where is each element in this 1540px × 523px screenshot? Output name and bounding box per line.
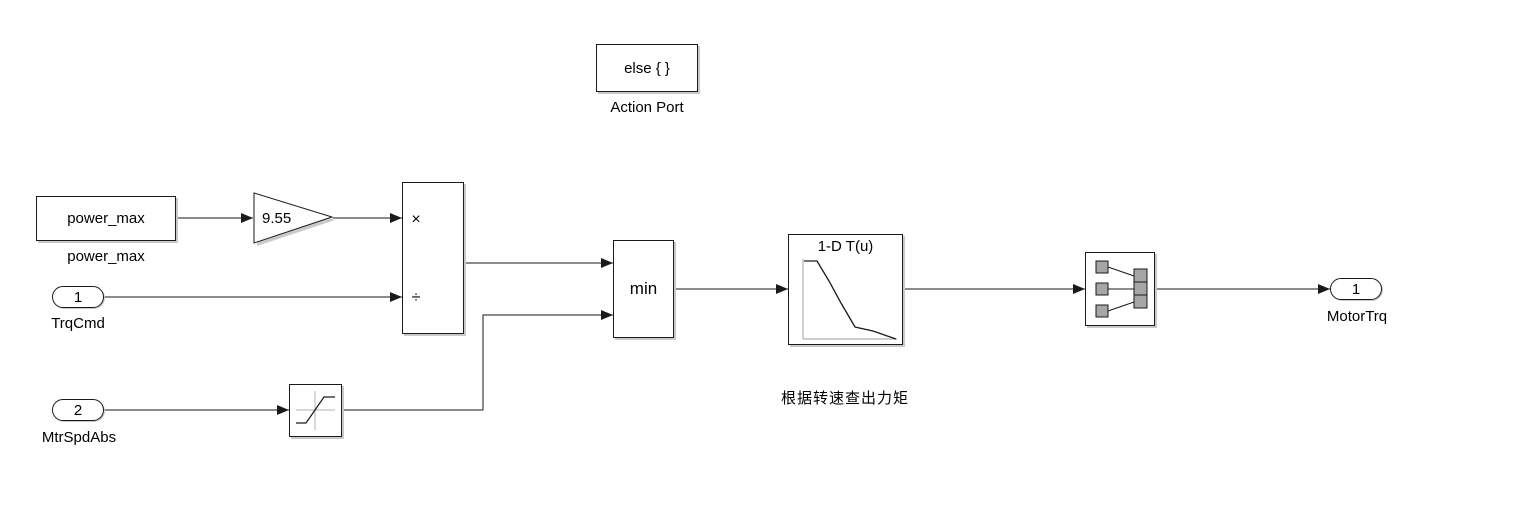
min-text: min	[629, 279, 658, 298]
action-port-label: Action Port	[610, 99, 684, 116]
saturation-block[interactable]	[289, 384, 342, 437]
action-port-text: else { }	[624, 59, 670, 77]
lookup-table-title: 1-D T(u)	[817, 237, 874, 255]
action-port-block[interactable]: else { }	[596, 44, 698, 92]
divide-block[interactable]: × ÷	[402, 182, 464, 334]
inport-trqcmd-number: 1	[73, 288, 83, 306]
outport-motortrq[interactable]: 1	[1330, 278, 1382, 300]
lookup-table-block[interactable]: 1-D T(u)	[788, 234, 903, 345]
constant-text: power_max	[67, 210, 145, 227]
outport-motortrq-label: MotorTrq	[1326, 308, 1388, 325]
annotation-text: 根据转速查出力矩	[780, 389, 910, 407]
lookup-curve-icon	[802, 259, 897, 340]
signal-saturation-to-min[interactable]	[342, 310, 613, 411]
gain-value: 9.55	[262, 210, 291, 227]
multiply-symbol: ×	[411, 211, 421, 228]
inport-trqcmd-label: TrqCmd	[51, 315, 105, 332]
bus-selector-block[interactable]	[1085, 252, 1155, 326]
constant-block[interactable]: power_max	[36, 196, 176, 241]
inport-trqcmd[interactable]: 1	[52, 286, 104, 308]
constant-label: power_max	[67, 248, 145, 265]
inport-mtrspdabs-number: 2	[73, 401, 83, 419]
inport-mtrspdabs-label: MtrSpdAbs	[41, 429, 117, 446]
saturation-icon	[296, 391, 335, 430]
outport-motortrq-number: 1	[1351, 280, 1361, 298]
bus-selector-icon	[1095, 260, 1148, 318]
inport-mtrspdabs[interactable]: 2	[52, 399, 104, 421]
divide-symbol: ÷	[411, 289, 421, 306]
gain-block[interactable]: 9.55	[252, 190, 338, 248]
min-block[interactable]: min	[613, 240, 674, 338]
